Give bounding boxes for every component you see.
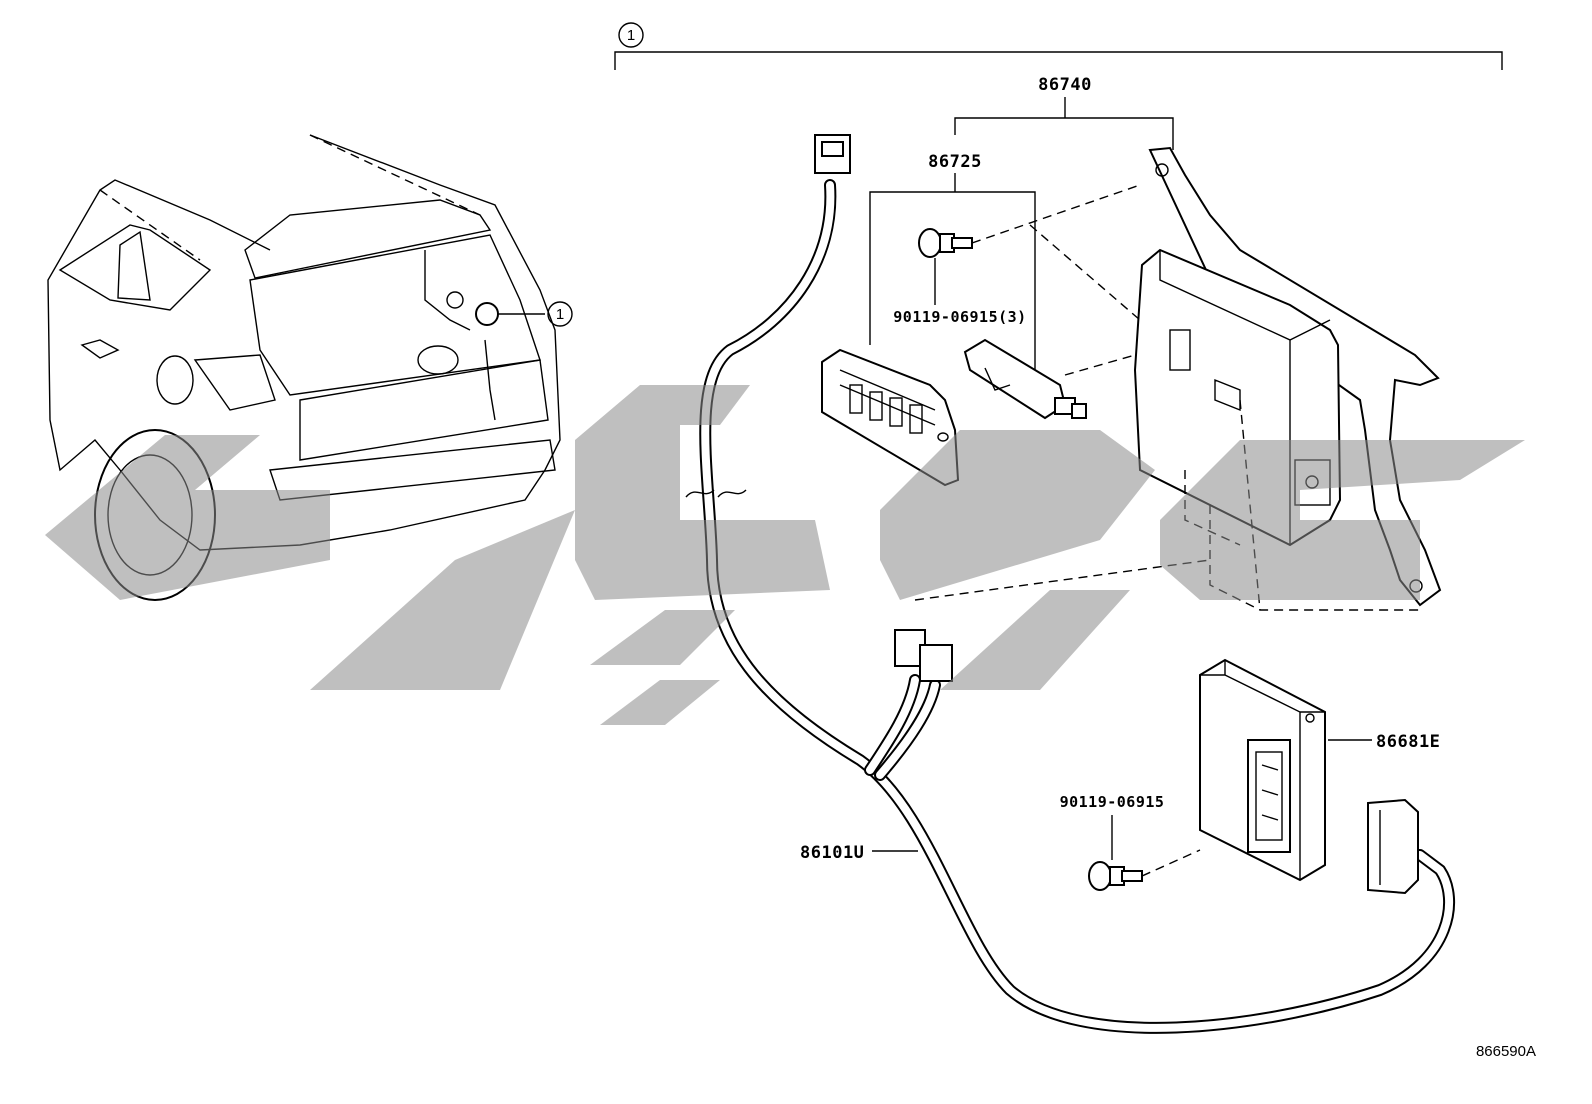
bolt-lower-icon [1088,849,1201,891]
watermark-logo [45,385,1525,725]
bolt-upper-icon [918,184,1141,258]
module-86681E [1199,658,1326,882]
assembly-bracket: 1 [614,22,1503,70]
sensor-bracket [821,348,960,487]
mount-location-circle [475,302,499,326]
callout-marker-vehicle: 1 [547,301,573,327]
part-label-86101U: 86101U [800,843,864,863]
part-label-86740: 86740 [1038,75,1092,95]
part-label-bolt: 90119-06915 [1060,793,1165,811]
callout-marker-label-vehicle: 1 [556,306,564,323]
callout-marker-label-top: 1 [627,27,635,44]
part-label-86681E: 86681E [1376,732,1440,752]
wire-harness [685,134,1456,1034]
diagram-code: 866590A [1476,1043,1536,1060]
part-label-86725: 86725 [928,152,982,172]
part-label-bolt-set: 90119-06915(3) [893,308,1026,326]
sensor-unit [963,338,1171,420]
